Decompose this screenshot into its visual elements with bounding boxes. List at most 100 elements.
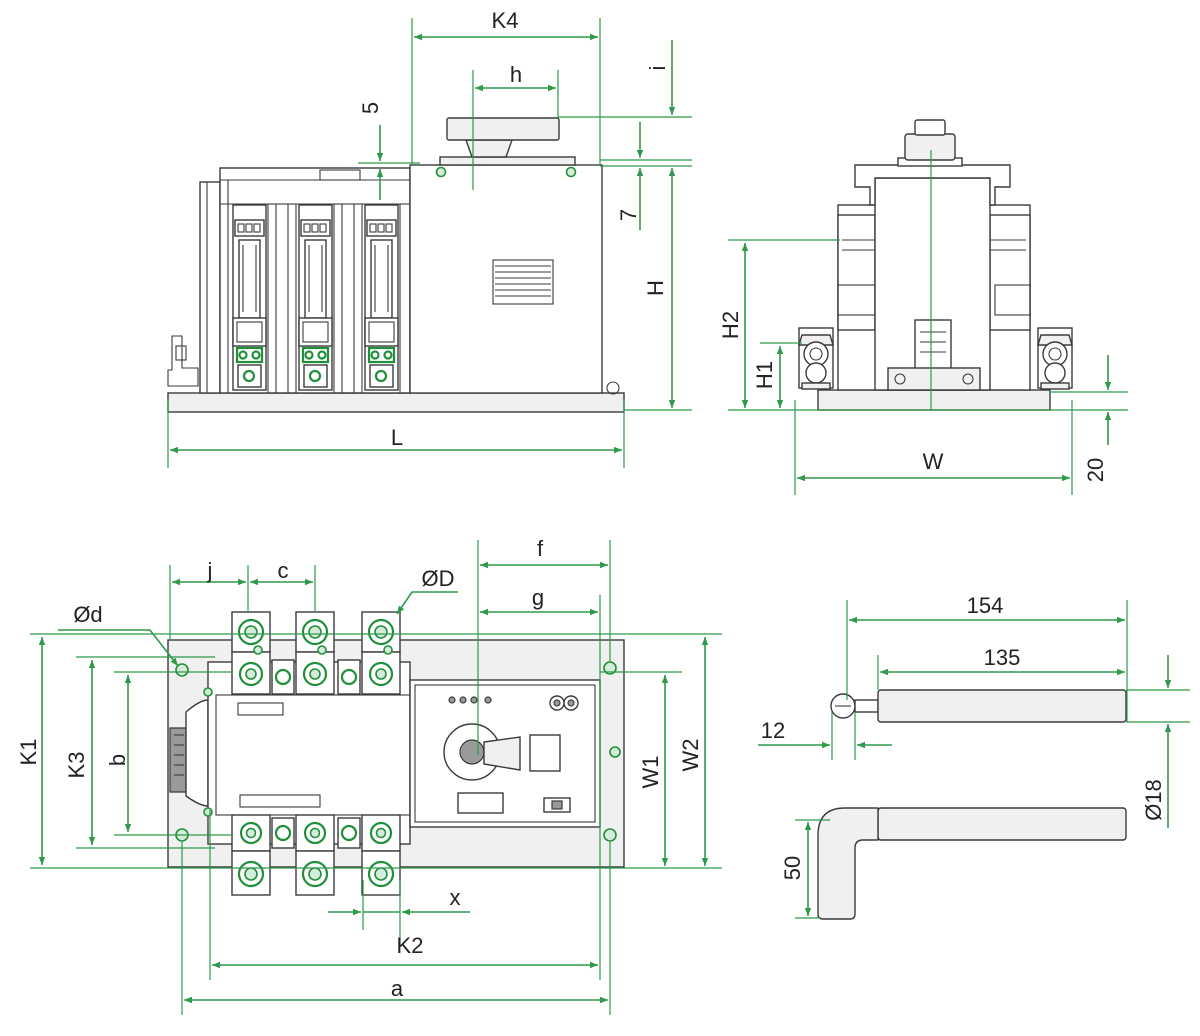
label-b: b xyxy=(105,754,130,766)
dim-OD: ØD xyxy=(396,566,458,615)
label-i: i xyxy=(645,66,670,71)
handle-side-view xyxy=(817,807,1127,920)
aux-contact xyxy=(337,817,361,849)
label-W: W xyxy=(923,449,944,474)
bolt-left xyxy=(798,327,834,390)
dim-K4: K4 xyxy=(411,8,601,165)
terminal-bottom-3 xyxy=(360,813,402,897)
fixing-screw xyxy=(435,166,447,178)
right-compartment xyxy=(989,214,1031,331)
terminal-bottom-1 xyxy=(230,813,272,897)
label-H: H xyxy=(643,280,668,296)
indicator-led xyxy=(484,696,492,704)
label-a: a xyxy=(391,976,404,1001)
aux-contact xyxy=(271,817,295,849)
terminal-top-2 xyxy=(294,610,336,696)
label-154: 154 xyxy=(967,593,1004,618)
mounting-bracket xyxy=(167,335,199,387)
motor-end xyxy=(169,727,187,793)
label-K1: K1 xyxy=(16,739,41,766)
mechanism xyxy=(914,319,952,371)
ground-screw xyxy=(609,746,621,758)
side-view: H2 H1 W 20 xyxy=(718,119,1128,495)
handle-knob xyxy=(904,133,956,161)
base-plate xyxy=(167,392,625,413)
label-j: j xyxy=(207,558,213,583)
padlock-slot xyxy=(529,734,561,772)
dim-Od: Ød xyxy=(58,602,179,667)
dim-h: h xyxy=(472,62,559,190)
aux-contact xyxy=(337,659,361,695)
handle-base xyxy=(439,156,576,166)
name-plate xyxy=(239,794,321,808)
dim-i: i xyxy=(558,40,692,167)
dim-H2: H2 xyxy=(718,239,840,408)
dim-L: L xyxy=(167,400,625,468)
indicator-led xyxy=(470,696,478,704)
dim-x: x xyxy=(328,880,470,945)
dim-c: c xyxy=(250,558,316,612)
label-OD: ØD xyxy=(422,566,455,591)
label-Od: Ød xyxy=(73,602,102,627)
label-20: 20 xyxy=(1083,458,1108,482)
dim-O18: Ø18 xyxy=(1126,655,1190,828)
vent-grille xyxy=(492,259,554,305)
label-H2: H2 xyxy=(718,311,743,339)
label-h: h xyxy=(510,62,522,87)
dim-j: j xyxy=(169,558,249,640)
label-W1: W1 xyxy=(638,756,663,789)
label-12: 12 xyxy=(761,718,785,743)
terminal-bottom-2 xyxy=(294,813,336,897)
pole-1 xyxy=(231,203,268,392)
dim-a: a xyxy=(181,842,611,1015)
label-c: c xyxy=(278,558,289,583)
front-view: K4 h 5 i 7 H xyxy=(167,8,692,468)
dim-50: 50 xyxy=(780,819,830,919)
dim-W1: W1 xyxy=(638,675,669,866)
left-compartment xyxy=(837,214,876,331)
dim-H1: H1 xyxy=(752,342,802,408)
label-W2: W2 xyxy=(678,739,703,772)
dim-g: g xyxy=(480,585,601,980)
label-f: f xyxy=(537,536,544,561)
bolt-right xyxy=(1037,327,1073,390)
dim-7: 7 xyxy=(616,122,644,230)
dim-K1: K1 xyxy=(16,637,46,865)
dim-H: H xyxy=(624,168,692,411)
aux-contact xyxy=(271,659,295,695)
controller-housing xyxy=(409,164,603,394)
plan-view: j c ØD f g Ød K1 xyxy=(16,536,722,1015)
label-H1: H1 xyxy=(752,361,777,389)
indicator-led xyxy=(448,696,456,704)
base-plate xyxy=(817,389,1051,411)
handle-grip xyxy=(877,807,1127,841)
dim-W2: W2 xyxy=(678,637,709,866)
handle-grip xyxy=(877,689,1127,723)
ground-screw xyxy=(606,381,620,395)
label-O18: Ø18 xyxy=(1141,779,1166,821)
pole-divider xyxy=(267,203,297,394)
indicator-led xyxy=(459,696,467,704)
label-50: 50 xyxy=(780,856,805,880)
pole-divider xyxy=(333,203,363,394)
motor-base xyxy=(887,367,981,391)
terminal-top-1 xyxy=(230,610,272,696)
label-135: 135 xyxy=(984,645,1021,670)
motor-housing xyxy=(185,699,209,807)
dim-5: 5 xyxy=(358,102,420,200)
mounting-hole xyxy=(175,663,189,677)
handle-bend xyxy=(817,807,879,920)
label-K2: K2 xyxy=(397,933,424,958)
label-7: 7 xyxy=(616,209,641,221)
handle-view: 154 135 12 Ø18 50 xyxy=(758,593,1190,920)
label-x: x xyxy=(450,885,461,910)
dim-b: b xyxy=(105,671,232,836)
dim-f: f xyxy=(477,536,611,755)
terminal-top-3 xyxy=(360,610,402,696)
dim-K2: K2 xyxy=(209,810,598,980)
handle-top-view xyxy=(830,689,1127,723)
dim-12: 12 xyxy=(758,712,892,760)
top-frame xyxy=(854,164,1011,206)
fixing-screw xyxy=(565,166,577,178)
